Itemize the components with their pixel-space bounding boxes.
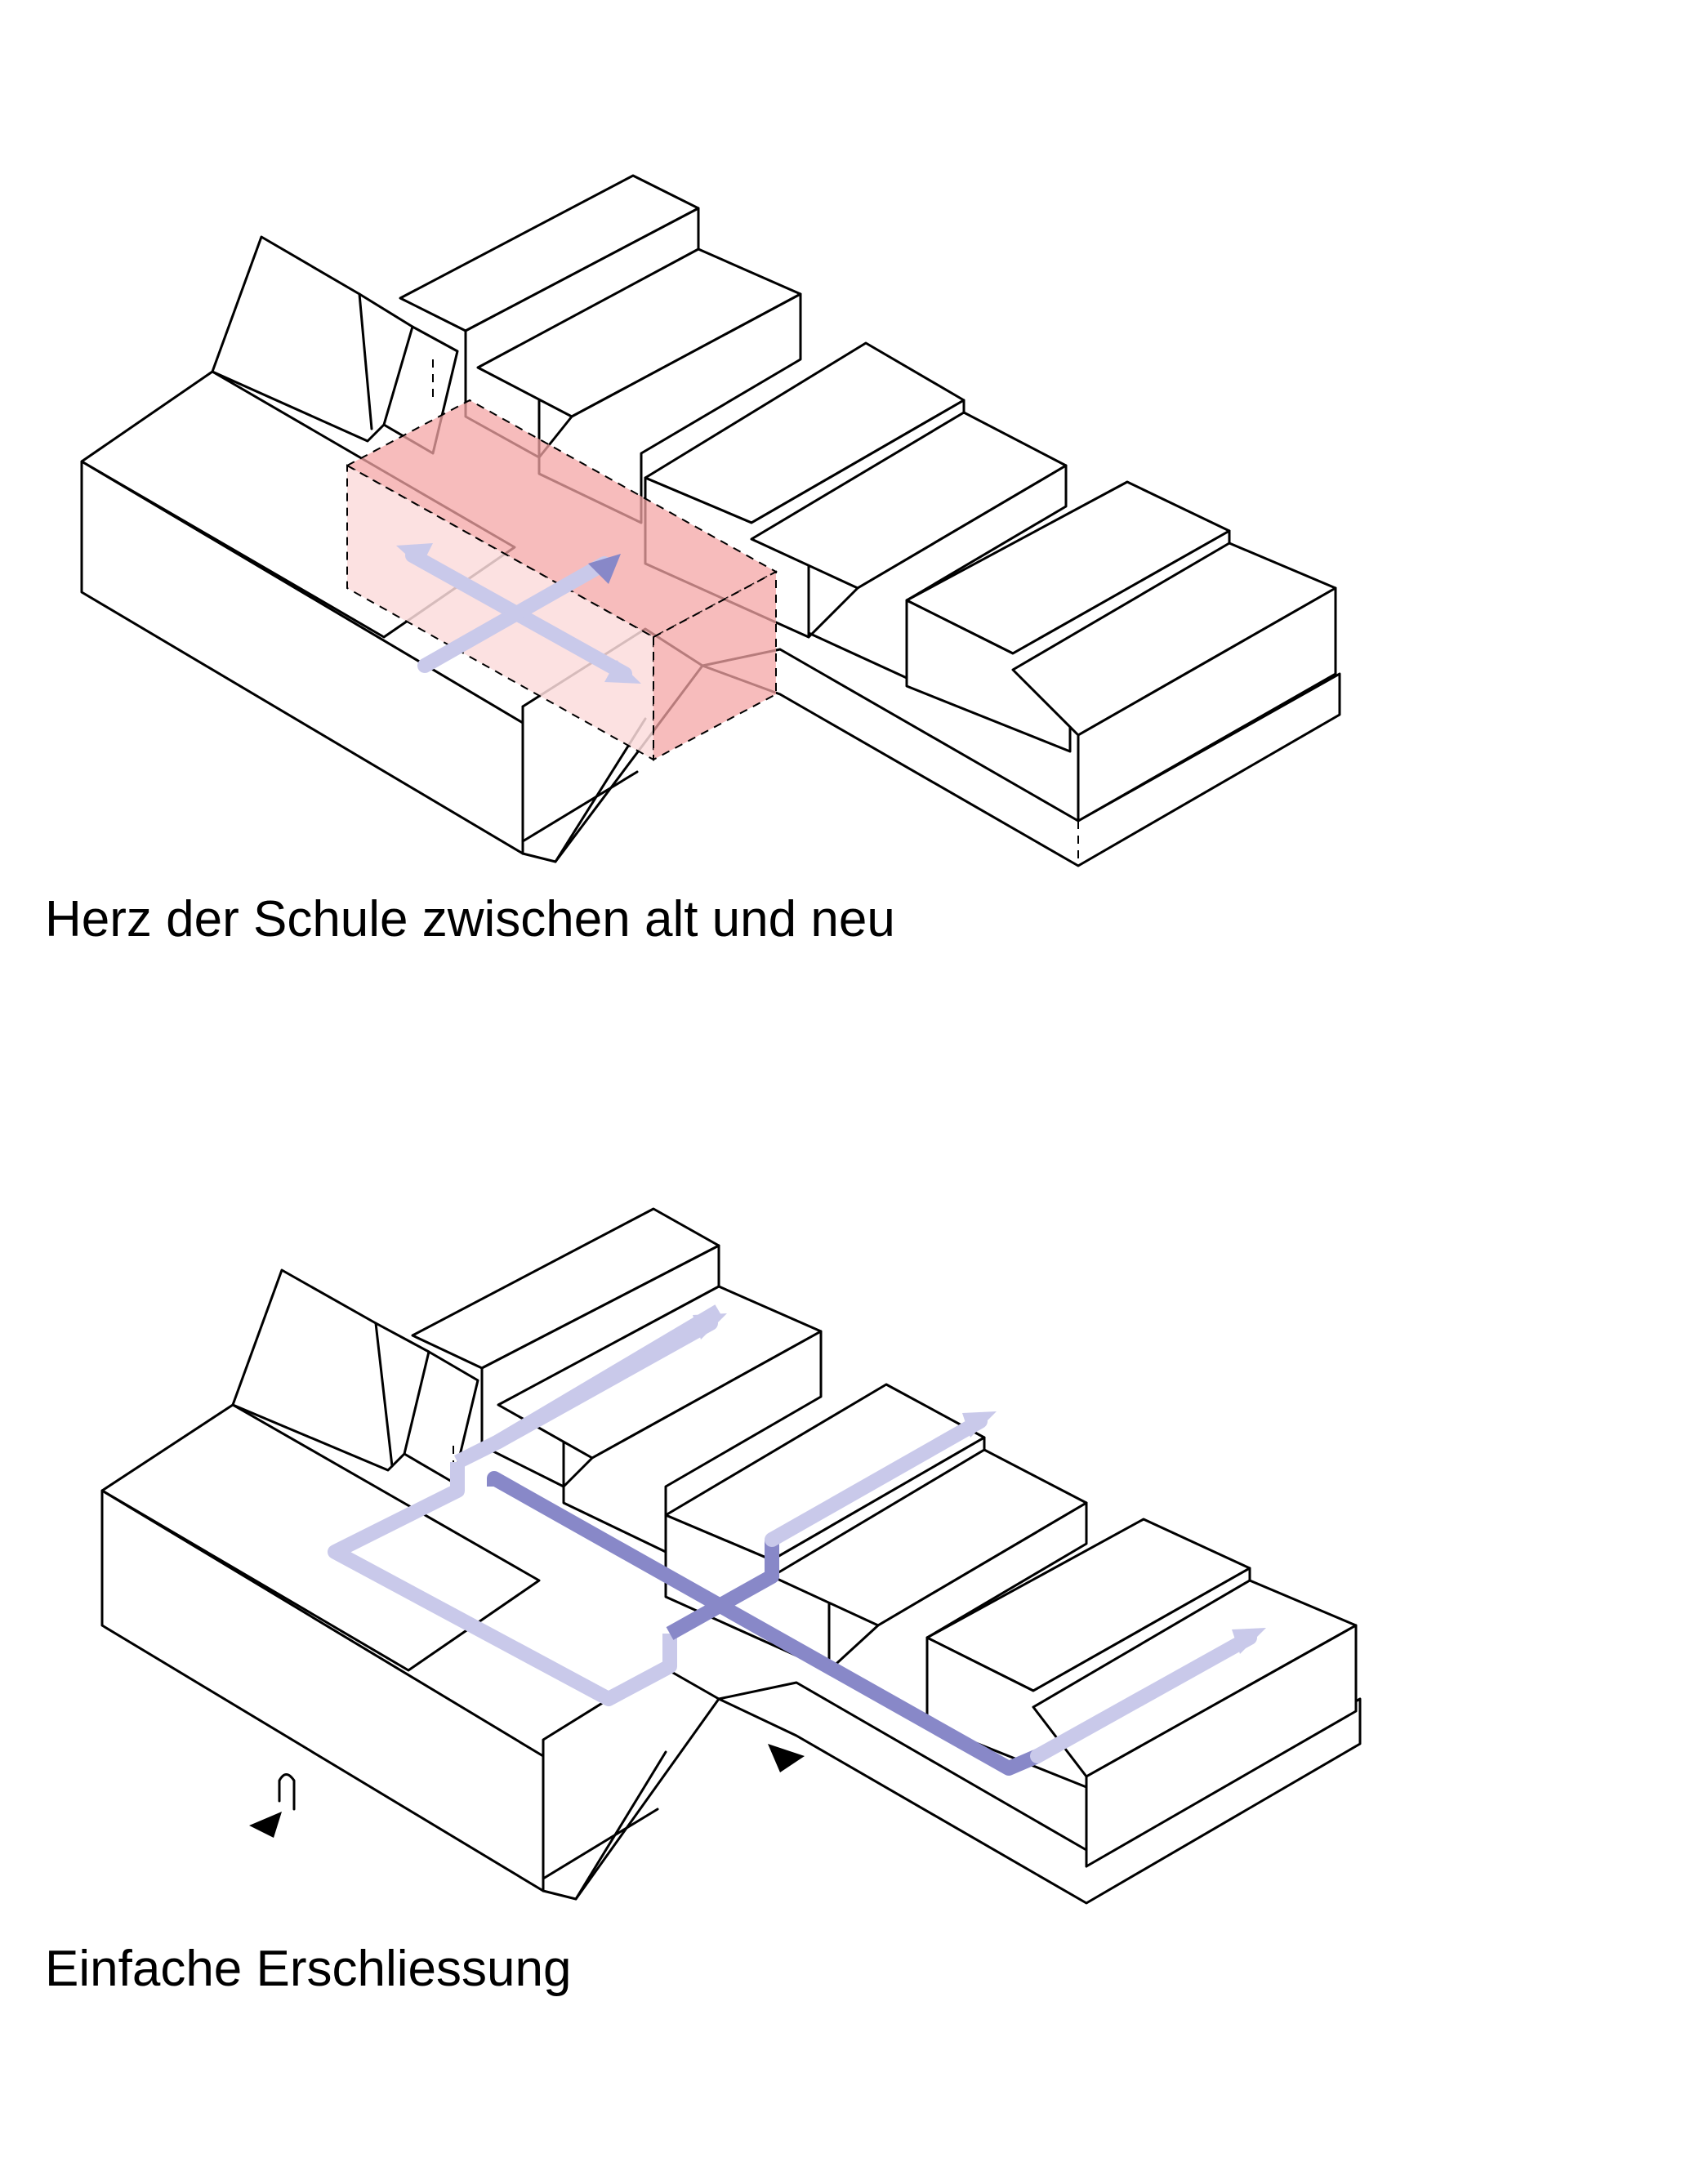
diagram-einfache-erschliessung bbox=[100, 1207, 1362, 1905]
arrow-icon bbox=[1232, 1628, 1266, 1654]
old-building-gable bbox=[211, 235, 459, 455]
new-building-base bbox=[717, 1681, 1362, 1905]
new-wing-2-side bbox=[562, 1330, 823, 1554]
caption-einfache-erschliessung: Einfache Erschliessung bbox=[45, 1941, 572, 1997]
new-wing-4-side bbox=[807, 464, 1068, 680]
heart-highlight-side bbox=[653, 570, 777, 761]
old-building bbox=[100, 1268, 720, 1901]
triangle-entrance-icon bbox=[249, 1812, 282, 1838]
arrow-icon bbox=[693, 1313, 727, 1340]
triangle-entrance-icon bbox=[768, 1744, 805, 1772]
new-building bbox=[411, 1207, 1362, 1905]
old-building-gable bbox=[231, 1268, 479, 1484]
diagram-herz-der-schule bbox=[80, 174, 1341, 867]
arrow-icon bbox=[962, 1411, 997, 1438]
arrow-icon bbox=[396, 543, 641, 684]
door-icon bbox=[278, 1773, 296, 1811]
new-building bbox=[399, 174, 1341, 867]
circulation-paths bbox=[328, 1304, 1266, 1776]
old-building-end-roof bbox=[542, 1665, 720, 1901]
caption-herz-der-schule: Herz der Schule zwischen alt und neu bbox=[45, 891, 895, 947]
